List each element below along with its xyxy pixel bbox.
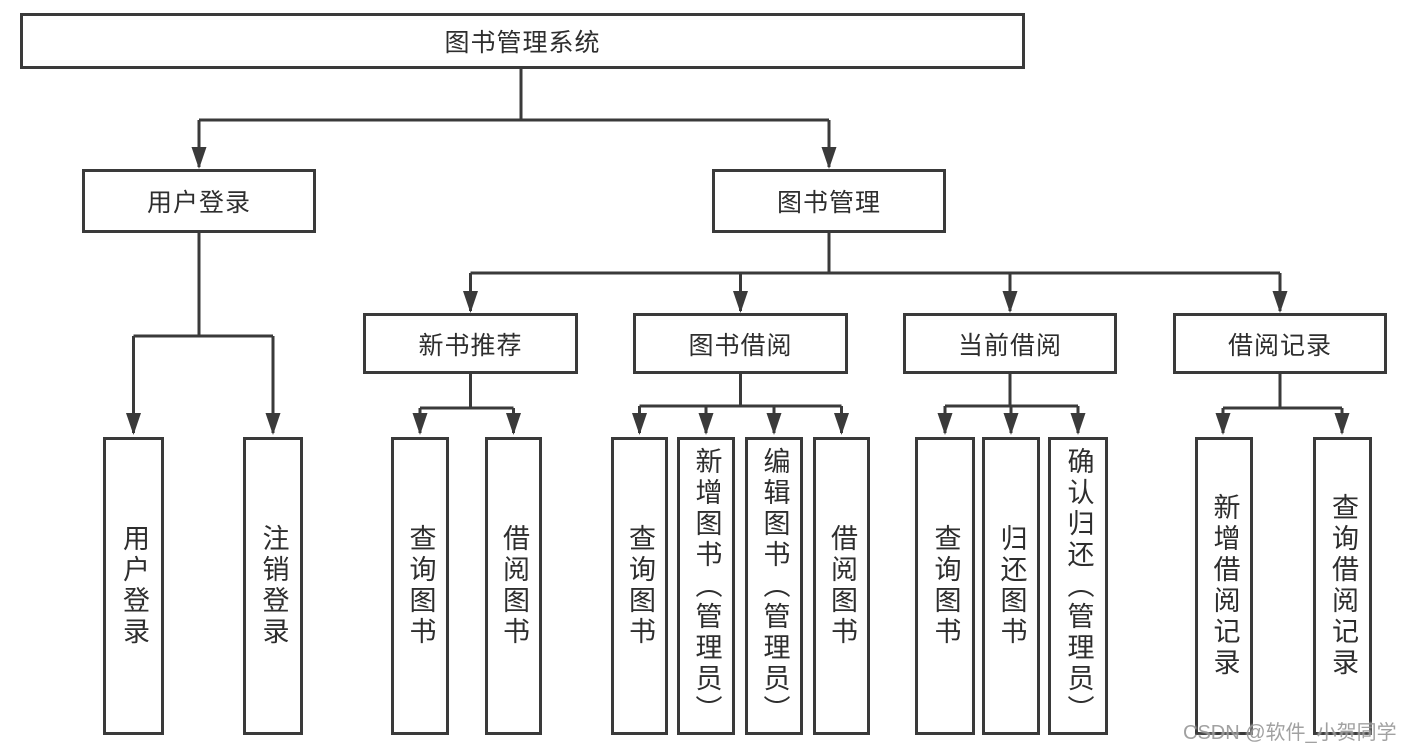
leaf-records-add-record: 新增借阅记录 <box>1195 437 1253 735</box>
leaf-recommend-borrow-books: 借阅图书 <box>485 437 542 735</box>
connector-root-to-level2 <box>199 69 829 122</box>
node-borrow-records: 借阅记录 <box>1173 313 1387 374</box>
leaf-records-query-record: 查询借阅记录 <box>1313 437 1372 735</box>
arrow-drops <box>126 120 1350 435</box>
connector-login-to-leaves <box>133 233 273 338</box>
node-book-borrow: 图书借阅 <box>633 313 848 374</box>
leaf-current-return-books: 归还图书 <box>982 437 1040 735</box>
connector-records-to-leaves <box>1223 374 1342 410</box>
leaf-borrow-query-books: 查询图书 <box>611 437 668 735</box>
leaf-user-login: 用户登录 <box>103 437 164 735</box>
leaf-current-confirm-return-admin: 确认归还（管理员） <box>1048 437 1108 735</box>
leaf-current-query-books: 查询图书 <box>915 437 975 735</box>
connector-borrow-to-leaves <box>639 374 842 408</box>
watermark-text: CSDN @软件_小贺同学 <box>1183 722 1397 744</box>
connector-recommend-to-leaves <box>420 374 514 410</box>
leaf-borrow-add-books-admin: 新增图书（管理员） <box>677 437 735 735</box>
leaf-recommend-query-books: 查询图书 <box>391 437 449 735</box>
node-current-borrow: 当前借阅 <box>903 313 1117 374</box>
node-user-login: 用户登录 <box>82 169 316 233</box>
leaf-borrow-edit-books-admin: 编辑图书（管理员） <box>745 437 803 735</box>
node-root: 图书管理系统 <box>20 13 1025 69</box>
node-new-book-recommend: 新书推荐 <box>363 313 578 374</box>
connector-current-to-leaves <box>945 374 1078 408</box>
leaf-logout: 注销登录 <box>243 437 303 735</box>
connector-mgmt-to-level3 <box>470 233 1280 275</box>
node-book-management: 图书管理 <box>712 169 946 233</box>
leaf-borrow-borrow-books: 借阅图书 <box>813 437 870 735</box>
